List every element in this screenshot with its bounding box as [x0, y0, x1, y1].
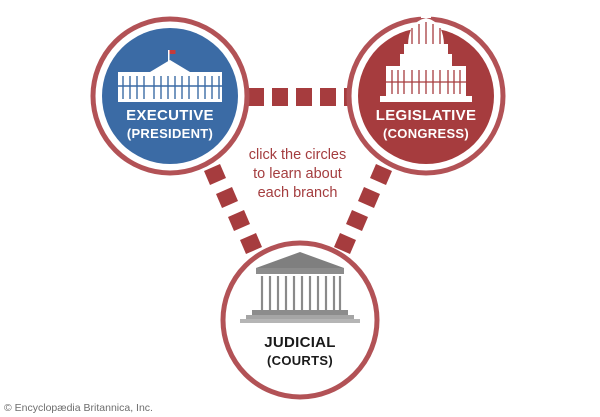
- legislative-label[interactable]: LEGISLATIVE (CONGRESS): [358, 107, 494, 141]
- judicial-label[interactable]: JUDICIAL (COURTS): [232, 334, 368, 368]
- connector-executive-judicial: [204, 164, 262, 254]
- instruction-text: click the circles to learn about each br…: [230, 146, 365, 203]
- white-house-icon: [118, 50, 222, 102]
- judicial-name: JUDICIAL: [264, 334, 336, 351]
- capitol-icon: [380, 2, 472, 102]
- legislative-detail: (CONGRESS): [382, 126, 470, 141]
- executive-circle[interactable]: [90, 16, 250, 176]
- instruction-line: to learn about: [253, 166, 342, 182]
- instruction-line: click the circles: [248, 147, 347, 163]
- executive-name: EXECUTIVE: [126, 107, 214, 124]
- executive-label[interactable]: EXECUTIVE (PRESIDENT): [102, 107, 238, 141]
- connector-legislative-judicial: [334, 164, 392, 254]
- legislative-name: LEGISLATIVE: [375, 107, 477, 124]
- connector-executive-legislative: [248, 88, 356, 106]
- supreme-court-icon: [240, 252, 360, 323]
- legislative-circle[interactable]: [346, 2, 506, 176]
- copyright-notice: © Encyclopædia Britannica, Inc.: [4, 402, 153, 414]
- judicial-detail: (COURTS): [267, 353, 333, 368]
- judicial-circle[interactable]: [220, 240, 380, 400]
- instruction-line: each branch: [257, 185, 338, 201]
- executive-detail: (PRESIDENT): [126, 126, 214, 141]
